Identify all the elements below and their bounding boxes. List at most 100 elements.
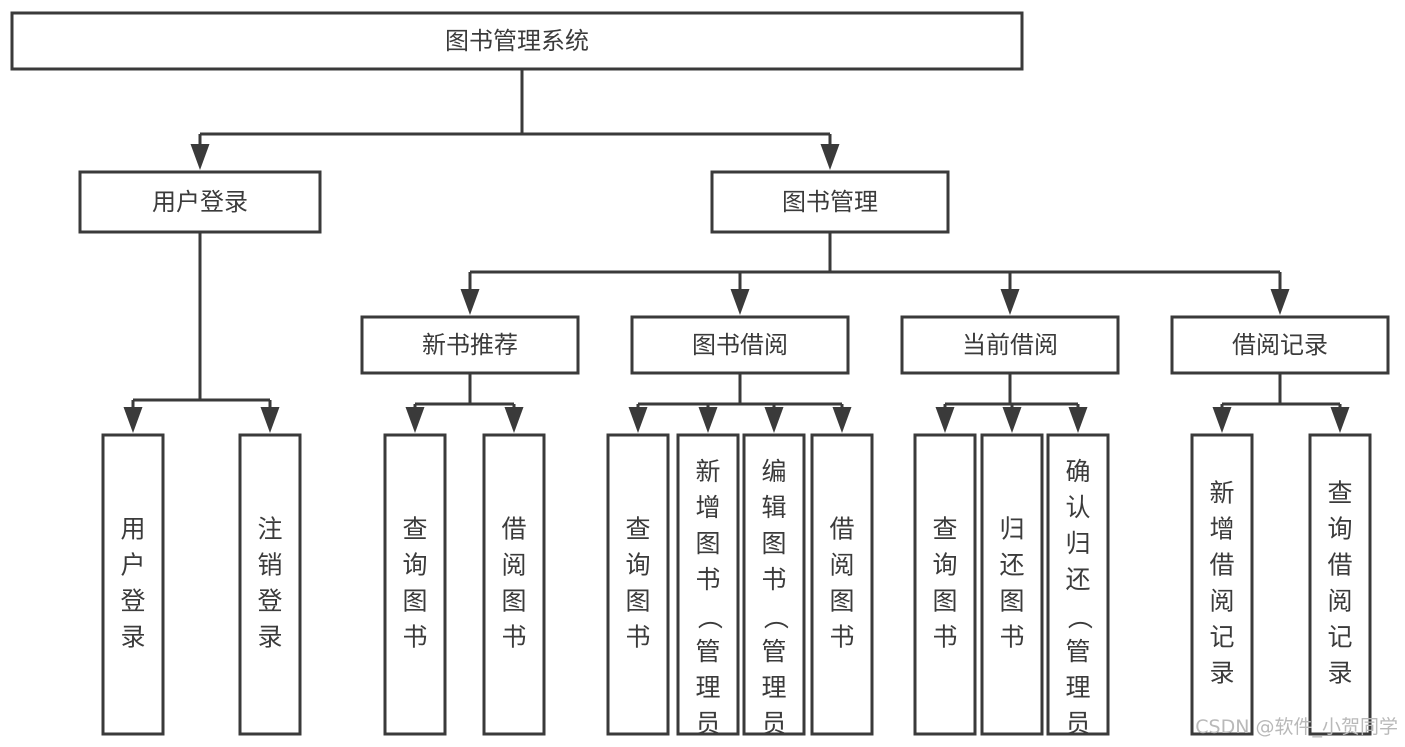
- node-box: [980, 433, 1044, 736]
- node-label: 图书管理: [782, 188, 878, 216]
- arrow-head-icon: [1330, 407, 1350, 433]
- node-label-char: 归: [1065, 529, 1090, 558]
- node-label-char: 书: [695, 565, 720, 594]
- node-label-char: 理: [1065, 673, 1090, 702]
- arrow-head-icon: [260, 407, 280, 433]
- arrow-head-icon: [504, 407, 524, 433]
- node-label-char: 管: [695, 637, 720, 666]
- node-label-char: 录: [1327, 659, 1352, 688]
- node-label-char: 理: [695, 673, 720, 702]
- node-label-char: 增: [695, 493, 720, 522]
- node-label-char: 查: [402, 515, 427, 544]
- node-label-char: 图: [402, 587, 427, 616]
- connector-borrow-record-to-leaves: [1212, 373, 1350, 433]
- arrow-head-icon: [1212, 407, 1232, 433]
- node-box: [1190, 433, 1254, 736]
- node-label-char: 理: [761, 673, 786, 702]
- node-box: [101, 433, 165, 736]
- connector-user-login-to-leaves: [123, 232, 280, 433]
- arrow-head-icon: [832, 407, 852, 433]
- node-label-char: 登: [257, 587, 282, 616]
- node-label-char: 图: [695, 529, 720, 558]
- arrow-head-icon: [123, 407, 143, 433]
- node-box: [810, 433, 874, 736]
- node-new-book-rec[interactable]: 新书推荐: [360, 315, 580, 375]
- node-label-char: 员: [1065, 709, 1090, 738]
- node-box: [10, 11, 1024, 71]
- node-leaf-user-login[interactable]: 用户登录: [101, 433, 165, 736]
- node-box: [900, 315, 1120, 375]
- node-label-char: 书: [932, 623, 957, 652]
- node-label-char: （: [761, 604, 790, 629]
- node-user-login[interactable]: 用户登录: [78, 170, 322, 234]
- node-undefined[interactable]: 图书管理系统: [10, 11, 1024, 71]
- node-label: 图书借阅: [692, 331, 788, 359]
- node-label-char: 书: [625, 623, 650, 652]
- node-label-char: 图: [932, 587, 957, 616]
- node-label-char: 新: [1209, 479, 1234, 508]
- node-label-char: 管: [1065, 637, 1090, 666]
- node-label-char: 录: [120, 623, 145, 652]
- node-label-char: 书: [501, 623, 526, 652]
- node-label-char: 阅: [1209, 587, 1234, 616]
- node-box: [710, 170, 950, 234]
- node-label-char: 查: [1327, 479, 1352, 508]
- node-label: 图书管理系统: [445, 27, 589, 55]
- node-label-char: 辑: [761, 493, 786, 522]
- node-label-char: 记: [1327, 623, 1352, 652]
- node-box: [1170, 315, 1390, 375]
- node-label-char: 图: [761, 529, 786, 558]
- node-box: [238, 433, 302, 736]
- node-label-char: 借: [501, 515, 526, 544]
- node-label-char: 询: [932, 551, 957, 580]
- node-label-char: 查: [625, 515, 650, 544]
- connector-new-book-rec-to-leaves: [405, 373, 524, 433]
- node-label-char: 书: [761, 565, 786, 594]
- node-label-char: 还: [999, 551, 1024, 580]
- node-label-char: 图: [625, 587, 650, 616]
- node-label-char: （: [1065, 604, 1094, 629]
- node-label-char: 还: [1065, 565, 1090, 594]
- node-label-char: 书: [999, 623, 1024, 652]
- arrow-head-icon: [1000, 289, 1020, 315]
- csdn-watermark: CSDN @软件_小贺同学: [1195, 716, 1398, 738]
- arrow-head-icon: [730, 289, 750, 315]
- node-label-char: 图: [829, 587, 854, 616]
- node-box: [606, 433, 670, 736]
- node-layer: 图书管理系统用户登录图书管理新书推荐图书借阅当前借阅借阅记录用户登录注销登录查询…: [10, 11, 1390, 747]
- node-label-char: 询: [402, 551, 427, 580]
- node-label-char: 借: [829, 515, 854, 544]
- arrow-head-icon: [764, 407, 784, 433]
- node-label: 用户登录: [152, 188, 248, 216]
- node-book-borrow[interactable]: 图书借阅: [630, 315, 850, 375]
- node-box: [913, 433, 977, 736]
- node-box: [383, 433, 447, 736]
- node-borrow-record[interactable]: 借阅记录: [1170, 315, 1390, 375]
- node-book-manage[interactable]: 图书管理: [710, 170, 950, 234]
- node-label: 借阅记录: [1232, 331, 1328, 359]
- node-current-borrow[interactable]: 当前借阅: [900, 315, 1120, 375]
- node-label-char: 阅: [501, 551, 526, 580]
- node-box: [482, 433, 546, 736]
- node-label-char: 登: [120, 587, 145, 616]
- node-label-char: 确: [1065, 457, 1090, 486]
- arrow-head-icon: [1270, 289, 1290, 315]
- node-label-char: 录: [257, 623, 282, 652]
- arrow-head-icon: [460, 289, 480, 315]
- connector-layer: [123, 69, 1350, 433]
- arrow-head-icon: [1068, 407, 1088, 433]
